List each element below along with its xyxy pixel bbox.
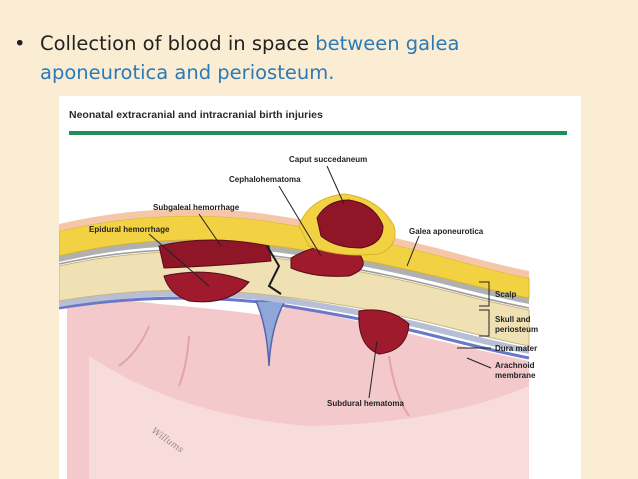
bullet-text-highlight-2: aponeurotica and periosteum. bbox=[40, 61, 335, 84]
dura-mater-layer bbox=[59, 290, 529, 354]
leader-subgaleal bbox=[198, 213, 222, 247]
label-arachnoid-line2: membrane bbox=[495, 371, 536, 380]
brain-gyrus bbox=[388, 355, 410, 417]
epidural-hemorrhage-blob bbox=[163, 271, 250, 303]
title-divider bbox=[69, 131, 567, 135]
falx-cerebri bbox=[254, 300, 287, 367]
skull-suture bbox=[266, 245, 282, 295]
label-cephalohematoma: Cephalohematoma bbox=[229, 175, 301, 184]
bullet-text-plain: Collection of blood in space bbox=[40, 32, 316, 55]
bullet-text-highlight-1: between galea bbox=[315, 32, 460, 55]
subdural-hematoma-blob bbox=[358, 309, 410, 355]
label-galea-aponeurotica: Galea aponeurotica bbox=[409, 227, 484, 236]
leader-caput bbox=[326, 165, 345, 205]
skin-layer bbox=[59, 208, 529, 278]
brain-gyrus bbox=[178, 335, 190, 387]
leader-galea bbox=[406, 235, 420, 267]
label-skull-line2: periosteum bbox=[495, 325, 538, 334]
caput-succedaneum-blob bbox=[316, 199, 384, 249]
diagram-title: Neonatal extracranial and intracranial b… bbox=[69, 109, 323, 121]
diagram-svg: Neonatal extracranial and intracranial b… bbox=[59, 109, 567, 479]
bullet-text: Collection of blood in space between gal… bbox=[40, 29, 600, 87]
bracket-skull bbox=[479, 309, 490, 337]
brain-inner bbox=[89, 356, 529, 479]
galea-layer bbox=[59, 240, 529, 304]
arachnoid-line bbox=[59, 296, 530, 360]
label-subgaleal-hemorrhage: Subgaleal hemorrhage bbox=[153, 203, 240, 212]
leader-epidural bbox=[148, 233, 210, 287]
label-caput-succedaneum: Caput succedaneum bbox=[289, 155, 367, 164]
leader-cephalohematoma bbox=[278, 185, 322, 257]
label-subdural-hematoma: Subdural hematoma bbox=[327, 399, 404, 408]
label-dura-mater: Dura mater bbox=[495, 344, 537, 353]
leader-arachnoid bbox=[466, 357, 492, 369]
leader-subdural bbox=[368, 340, 378, 399]
bracket-scalp bbox=[479, 281, 490, 307]
label-epidural-hemorrhage: Epidural hemorrhage bbox=[89, 225, 170, 234]
label-arachnoid-line1: Arachnoid bbox=[495, 361, 535, 370]
label-scalp: Scalp bbox=[495, 290, 516, 299]
birth-injuries-diagram: Neonatal extracranial and intracranial b… bbox=[59, 96, 581, 479]
leader-lines bbox=[148, 165, 492, 399]
label-skull-line1: Skull and bbox=[495, 315, 531, 324]
brain-gyrus bbox=[118, 325, 150, 367]
subgaleal-hemorrhage-blob bbox=[158, 239, 272, 269]
bullet-glyph: • bbox=[14, 32, 26, 55]
